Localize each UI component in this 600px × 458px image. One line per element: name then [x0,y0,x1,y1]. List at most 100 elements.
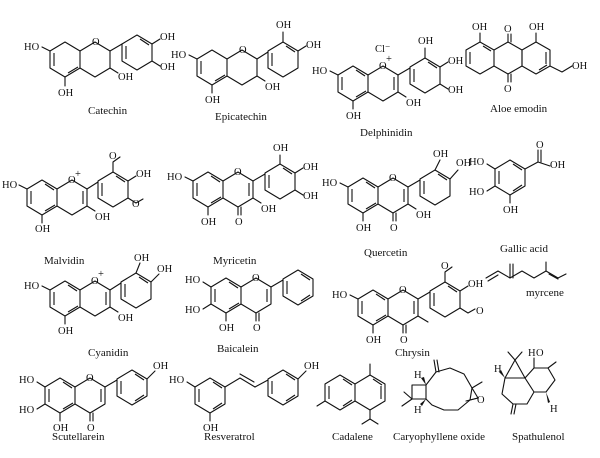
svg-text:O: O [400,335,408,346]
svg-text:OH: OH [118,313,134,324]
svg-text:OH: OH [418,36,434,47]
svg-text:OH: OH [472,22,488,33]
svg-text:OH: OH [456,158,472,169]
svg-text:OH: OH [153,361,169,372]
structure-chrysin: O HO OH O O OH O Chrysin [332,261,484,359]
structure-myrcene: myrcene [485,261,567,299]
svg-text:OH: OH [157,264,173,275]
label-gallic-acid: Gallic acid [500,243,548,255]
svg-text:OH: OH [58,326,74,337]
svg-text:O: O [91,276,99,287]
structure-malvidin: O + HO OH OH O OH O Malvidin [2,151,152,267]
svg-text:O: O [390,223,398,234]
svg-text:OH: OH [304,361,320,372]
svg-text:OH: OH [118,72,134,83]
svg-text:HO: HO [185,305,201,316]
svg-text:OH: OH [303,191,319,202]
label-cyanidin: Cyanidin [88,347,129,359]
svg-text:H: H [528,348,536,359]
structure-gallic-acid: O OH HO HO OH Gallic acid [469,140,566,255]
svg-text:HO: HO [169,375,185,386]
svg-text:OH: OH [468,279,484,290]
label-epicatechin: Epicatechin [215,111,267,123]
svg-text:HO: HO [312,66,328,77]
label-delphinidin: Delphinidin [360,127,413,139]
svg-text:OH: OH [58,88,74,99]
svg-text:HO: HO [24,42,40,53]
svg-text:OH: OH [356,223,372,234]
label-aloe-emodin: Aloe emodin [490,103,548,115]
svg-text:HO: HO [24,281,40,292]
svg-text:OH: OH [306,40,322,51]
svg-text:OH: OH [433,149,449,160]
svg-text:Cl⁻: Cl⁻ [375,44,390,55]
svg-text:OH: OH [205,95,221,106]
svg-text:OH: OH [160,62,176,73]
svg-text:+: + [98,269,104,280]
svg-text:OH: OH [503,205,519,216]
svg-text:OH: OH [160,32,176,43]
svg-text:H: H [414,405,422,416]
svg-text:+: + [75,169,81,180]
svg-text:OH: OH [416,210,432,221]
svg-text:O: O [92,37,100,48]
label-cadalene: Cadalene [332,431,373,443]
label-myricetin: Myricetin [213,255,257,267]
svg-text:HO: HO [185,275,201,286]
structure-catechin: O HO OH OH OH OH Catechin [24,32,176,117]
svg-text:O: O [477,395,485,406]
svg-text:OH: OH [276,20,292,31]
structure-delphinidin: O + Cl⁻ HO OH OH OH OH OH Delphinidin [312,36,464,139]
svg-text:O: O [389,173,397,184]
svg-text:O: O [68,175,76,186]
svg-text:OH: OH [95,212,111,223]
structure-myricetin: O HO OH O OH OH OH OH Myricetin [167,143,319,267]
svg-text:HO: HO [469,157,485,168]
svg-text:O: O [253,323,261,334]
svg-text:HO: HO [167,172,183,183]
label-chrysin: Chrysin [395,347,430,359]
structure-spathulenol: H H O H Spathulenol [494,348,565,443]
svg-text:OH: OH [203,423,219,434]
svg-text:H: H [550,404,558,415]
structure-cadalene: Cadalene [316,363,386,443]
svg-text:O: O [476,306,484,317]
svg-text:HO: HO [332,290,348,301]
svg-text:H: H [414,370,422,381]
svg-text:OH: OH [550,160,566,171]
svg-text:OH: OH [448,85,464,96]
label-caryophyllene-oxide: Caryophyllene oxide [393,431,485,443]
svg-text:O: O [536,140,544,151]
svg-text:HO: HO [2,180,18,191]
svg-text:O: O [132,199,140,210]
structure-caryophyllene-oxide: H H O Caryophyllene oxide [393,359,485,443]
structure-resveratrol: HO OH OH Resveratrol [169,361,320,443]
svg-text:O: O [441,261,449,272]
svg-text:HO: HO [19,405,35,416]
svg-text:OH: OH [366,335,382,346]
label-resveratrol: Resveratrol [204,431,255,443]
svg-text:O: O [87,423,95,434]
svg-text:O: O [234,167,242,178]
svg-text:O: O [504,24,512,35]
label-scutellarein: Scutellarein [52,431,105,443]
svg-text:OH: OH [273,143,289,154]
svg-text:O: O [252,273,260,284]
svg-text:+: + [386,54,392,65]
svg-text:OH: OH [35,224,51,235]
label-quercetin: Quercetin [364,247,408,259]
svg-text:O: O [86,373,94,384]
structure-aloe-emodin: OH O OH O OH Aloe emodin [465,22,588,115]
svg-text:OH: OH [265,82,281,93]
svg-text:OH: OH [572,61,588,72]
svg-text:OH: OH [448,56,464,67]
svg-text:O: O [235,217,243,228]
svg-text:HO: HO [469,187,485,198]
svg-text:O: O [536,348,544,359]
svg-text:OH: OH [346,111,362,122]
svg-text:O: O [399,285,407,296]
svg-text:OH: OH [261,204,277,215]
structure-quercetin: O HO OH O OH OH OH Quercetin [322,149,472,259]
structure-baicalein: O HO HO OH O Baicalein [185,269,314,355]
